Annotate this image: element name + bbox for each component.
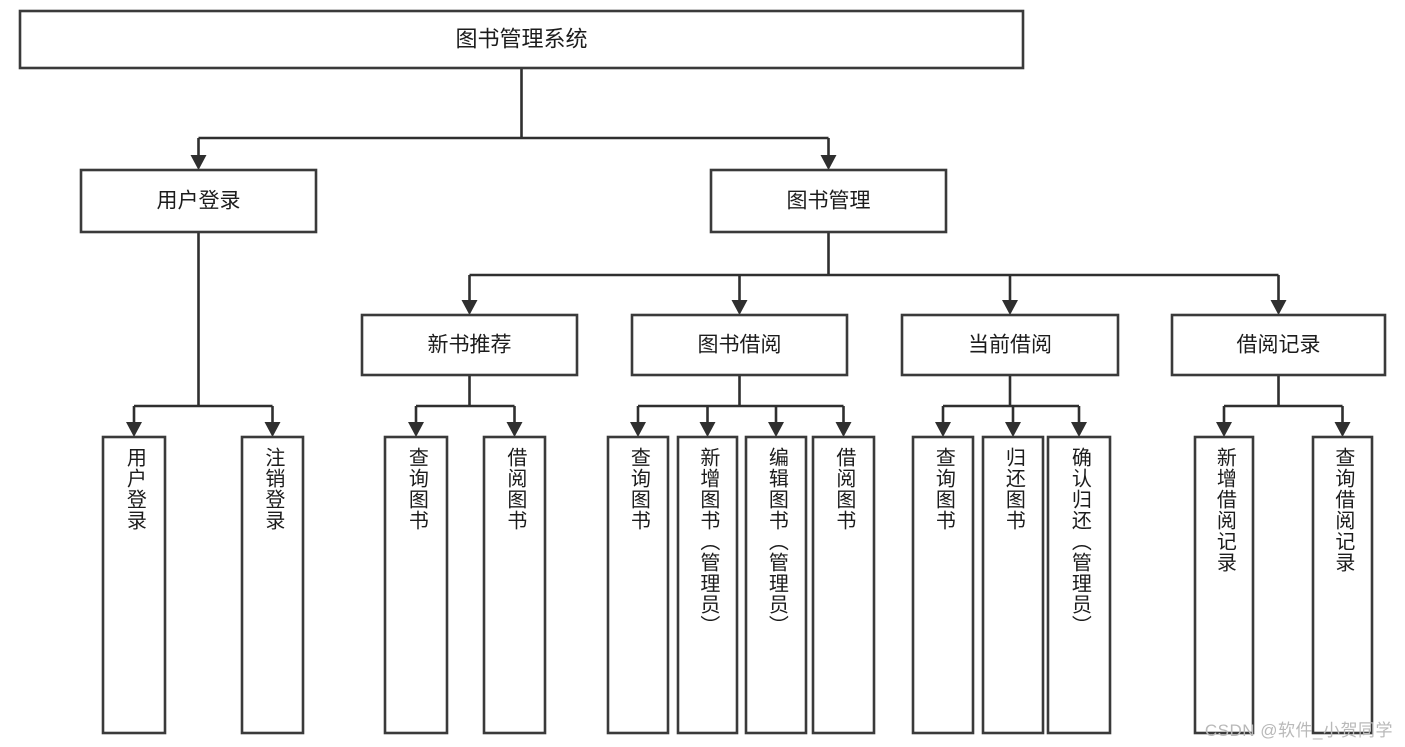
node-leaf-9[interactable] [981, 435, 1045, 735]
node-level1-图书管理[interactable]: 图书管理 [709, 168, 948, 234]
node-leaf-6[interactable] [744, 435, 808, 735]
arrow-leaf-0-arrowhead [126, 422, 142, 437]
arrow-leaf-3-arrowhead [506, 422, 523, 437]
node-level1-用户登录-label: 用户登录 [157, 190, 241, 213]
node-leaf-10-rect [1046, 435, 1112, 735]
node-level2-新书推荐-rect [360, 313, 579, 377]
arrow-leaf-2-arrowhead [408, 422, 424, 437]
node-root-图书管理系统[interactable]: 图书管理系统 [18, 9, 1025, 70]
node-leaf-5-rect [676, 435, 739, 735]
node-leaf-6-rect [744, 435, 808, 735]
node-level1-图书管理-label: 图书管理 [787, 190, 871, 213]
node-level2-图书借阅-label: 图书借阅 [698, 334, 782, 357]
node-level2-当前借阅[interactable]: 当前借阅 [900, 313, 1120, 377]
node-root-图书管理系统-label: 图书管理系统 [455, 26, 587, 51]
watermark-text: CSDN @软件_小贺同学 [1204, 721, 1393, 740]
node-level1-图书管理-rect [709, 168, 948, 234]
node-leaf-12[interactable] [1311, 435, 1374, 735]
arrow-level2-0-arrowhead [461, 300, 478, 315]
node-leaf-12-rect [1311, 435, 1374, 735]
node-leaf-10[interactable] [1046, 435, 1112, 735]
node-leaf-2[interactable] [383, 435, 449, 735]
node-leaf-1[interactable] [240, 435, 305, 735]
arrow-level2-1-arrowhead [731, 300, 748, 315]
node-leaf-8-rect [911, 435, 975, 735]
connectors-layer [126, 68, 1351, 437]
node-level2-新书推荐[interactable]: 新书推荐 [360, 313, 579, 377]
arrow-leaf-5-arrowhead [699, 422, 716, 437]
node-level1-用户登录-rect [79, 168, 318, 234]
arrow-level1-1-arrowhead [820, 155, 837, 170]
arrow-leaf-4-arrowhead [630, 422, 646, 437]
node-leaf-0[interactable] [101, 435, 167, 735]
arrow-leaf-12-arrowhead [1334, 422, 1351, 437]
node-leaf-8[interactable] [911, 435, 975, 735]
arrow-leaf-11-arrowhead [1216, 422, 1232, 437]
node-level2-图书借阅-rect [630, 313, 849, 377]
node-level2-新书推荐-label: 新书推荐 [428, 334, 512, 357]
arrow-leaf-8-arrowhead [935, 422, 951, 437]
arrow-leaf-6-arrowhead [768, 422, 784, 437]
node-leaf-3[interactable] [482, 435, 547, 735]
arrow-leaf-7-arrowhead [835, 422, 852, 437]
node-leaf-2-rect [383, 435, 449, 735]
node-level2-图书借阅[interactable]: 图书借阅 [630, 313, 849, 377]
node-leaf-7-rect [811, 435, 876, 735]
node-leaf-9-rect [981, 435, 1045, 735]
node-level2-借阅记录[interactable]: 借阅记录 [1170, 313, 1387, 377]
node-leaf-3-rect [482, 435, 547, 735]
node-leaf-5[interactable] [676, 435, 739, 735]
node-leaf-1-rect [240, 435, 305, 735]
arrow-leaf-1-arrowhead [264, 422, 281, 437]
node-leaf-4-rect [606, 435, 670, 735]
node-leaf-11-rect [1193, 435, 1255, 735]
node-level1-用户登录[interactable]: 用户登录 [79, 168, 318, 234]
arrow-leaf-10-arrowhead [1071, 422, 1087, 437]
node-level2-借阅记录-rect [1170, 313, 1387, 377]
arrow-leaf-9-arrowhead [1005, 422, 1021, 437]
node-leaf-7[interactable] [811, 435, 876, 735]
arrow-level1-0-arrowhead [190, 155, 207, 170]
node-level2-当前借阅-label: 当前借阅 [968, 334, 1052, 357]
node-leaf-4[interactable] [606, 435, 670, 735]
node-level2-借阅记录-label: 借阅记录 [1237, 334, 1321, 357]
arrow-level2-3-arrowhead [1270, 300, 1287, 315]
node-level2-当前借阅-rect [900, 313, 1120, 377]
node-root-图书管理系统-rect [18, 9, 1025, 70]
node-leaf-11[interactable] [1193, 435, 1255, 735]
node-leaf-0-rect [101, 435, 167, 735]
arrow-level2-2-arrowhead [1002, 300, 1018, 315]
